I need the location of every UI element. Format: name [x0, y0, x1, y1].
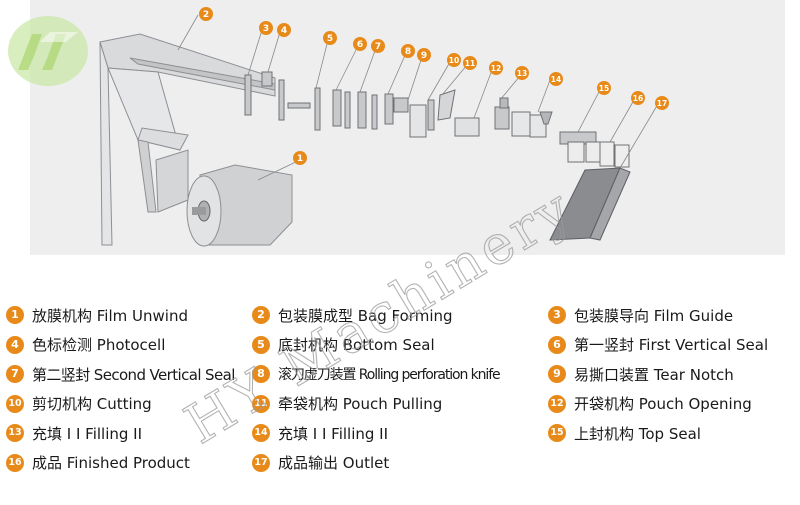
legend-label: 包装膜成型 Bag Forming — [278, 306, 453, 325]
callout-badge-14 — [549, 72, 563, 86]
film-web — [99, 33, 276, 246]
callout-badge-2 — [199, 7, 213, 21]
callout-badge-10 — [447, 53, 461, 67]
callout-badge-3 — [259, 21, 273, 35]
legend-item-11: 11 牵袋机构 Pouch Pulling — [252, 393, 442, 415]
callout-number-14: 14 — [551, 75, 561, 84]
callout-number-15: 15 — [599, 84, 609, 93]
legend-number-badge: 3 — [548, 306, 566, 324]
callout-number-17: 17 — [657, 99, 667, 108]
legend-item-7: 7 第二竖封 Second Vertical Seal — [6, 363, 235, 385]
legend-item-16: 16 成品 Finished Product — [6, 452, 190, 474]
legend-label: 色标检测 Photocell — [32, 336, 166, 354]
callout-number-2: 2 — [203, 10, 209, 20]
legend-label: 包装膜导向 Film Guide — [574, 306, 734, 325]
legend-number-badge: 11 — [252, 394, 270, 413]
legend-number-badge: 15 — [548, 424, 566, 442]
legend-item-10: 10 剪切机构 Cutting — [6, 393, 152, 415]
callout-badge-12 — [489, 61, 503, 75]
legend-number-badge: 2 — [252, 306, 270, 324]
legend-label: 底封机构 Bottom Seal — [278, 336, 435, 354]
legend-item-15: 15 上封机构 Top Seal — [548, 422, 701, 444]
legend-number-badge: 17 — [252, 453, 270, 472]
legend-number-badge: 16 — [6, 453, 24, 472]
callout-number-16: 16 — [633, 94, 643, 103]
legend-number-badge: 8 — [252, 365, 270, 383]
legend-item-12: 12 开袋机构 Pouch Opening — [548, 393, 752, 415]
callout-number-10: 10 — [449, 56, 459, 65]
legend-label: 第二竖封 Second Vertical Seal — [32, 365, 235, 384]
hy-logo — [8, 16, 88, 86]
callout-number-4: 4 — [281, 26, 287, 36]
legend-item-13: 13 充填 I I Filling II — [6, 422, 142, 444]
outlet-chute — [549, 167, 631, 241]
callout-number-9: 9 — [421, 51, 427, 61]
legend-number-badge: 1 — [6, 306, 24, 324]
film-roll — [186, 164, 293, 247]
callout-number-8: 8 — [405, 47, 411, 57]
legend-item-2: 2 包装膜成型 Bag Forming — [252, 304, 453, 326]
callout-badge-1 — [293, 151, 307, 165]
legend-number-badge: 5 — [252, 335, 270, 354]
legend-item-9: 9 易撕口装置 Tear Notch — [548, 363, 734, 385]
callout-badge-11 — [463, 56, 477, 70]
legend-item-6: 6 第一竖封 First Vertical Seal — [548, 334, 768, 356]
callout-badge-4 — [277, 23, 291, 37]
callout-badge-16 — [631, 91, 645, 105]
callout-number-11: 11 — [465, 59, 475, 68]
callout-number-3: 3 — [263, 24, 269, 34]
legend-label: 开袋机构 Pouch Opening — [574, 395, 752, 413]
legend-label: 成品 Finished Product — [32, 454, 190, 472]
legend-number-badge: 4 — [6, 335, 24, 354]
callout-badge-17 — [655, 96, 669, 110]
callout-number-5: 5 — [327, 34, 333, 44]
legend-item-4: 4 色标检测 Photocell — [6, 334, 165, 356]
callout-badge-5 — [323, 31, 337, 45]
legend-item-3: 3 包装膜导向 Film Guide — [548, 304, 733, 326]
callout-badge-6 — [353, 37, 367, 51]
legend-label: 易撕口装置 Tear Notch — [574, 365, 734, 384]
legend-item-14: 14 充填 I I Filling II — [252, 422, 388, 444]
legend-label: 放膜机构 Film Unwind — [32, 306, 188, 325]
legend: 1 放膜机构 Film Unwind 2 包装膜成型 Bag Forming 3 包装膜导… — [0, 300, 800, 500]
legend-item-17: 17 成品输出 Outlet — [252, 452, 389, 474]
callout-leaders — [177, 14, 659, 181]
legend-number-badge: 6 — [548, 335, 566, 354]
legend-item-8: 8 滚刀虚刀装置 Rolling perforation knife — [252, 363, 501, 385]
legend-number-badge: 14 — [252, 424, 270, 442]
legend-label: 剪切机构 Cutting — [32, 395, 152, 413]
callout-number-13: 13 — [517, 69, 527, 78]
legend-label: 充填 I I Filling II — [278, 424, 389, 443]
legend-number-badge: 13 — [6, 424, 24, 442]
legend-item-1: 1 放膜机构 Film Unwind — [6, 304, 188, 326]
legend-number-badge: 9 — [548, 365, 566, 383]
callout-badge-7 — [371, 39, 385, 53]
legend-label: 充填 I I Filling II — [32, 424, 143, 443]
callout-number-7: 7 — [375, 42, 381, 52]
legend-number-badge: 10 — [6, 394, 24, 413]
legend-label: 滚刀虚刀装置 Rolling perforation knife — [278, 367, 501, 383]
legend-label: 牵袋机构 Pouch Pulling — [278, 395, 443, 413]
legend-number-badge: 7 — [6, 365, 24, 383]
callout-badge-15 — [597, 81, 611, 95]
callout-number-1: 1 — [297, 154, 303, 164]
callout-badge-13 — [515, 66, 529, 80]
legend-number-badge: 12 — [548, 394, 566, 413]
callout-number-6: 6 — [357, 40, 363, 50]
callout-badge-9 — [417, 48, 431, 62]
legend-label: 第一竖封 First Vertical Seal — [574, 336, 769, 354]
legend-label: 上封机构 Top Seal — [574, 424, 701, 443]
callout-badge-8 — [401, 44, 415, 58]
callout-number-12: 12 — [491, 64, 501, 73]
legend-label: 成品输出 Outlet — [278, 454, 390, 472]
legend-item-5: 5 底封机构 Bottom Seal — [252, 334, 435, 356]
